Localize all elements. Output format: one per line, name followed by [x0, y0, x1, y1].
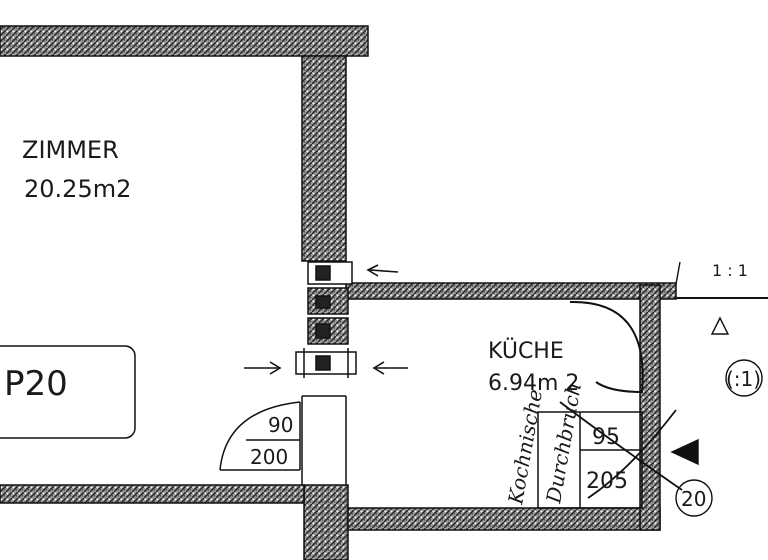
opening-height-label: 205: [586, 469, 628, 494]
callout-partial: (:1): [726, 367, 761, 391]
right-symbols: [670, 261, 768, 517]
opening-width-label: 95: [592, 425, 620, 450]
wall-kitchen-bottom: [347, 507, 661, 531]
walls: [0, 25, 677, 560]
kitchen-opening: [537, 411, 643, 509]
shaft-blocks: [295, 261, 357, 378]
kueche-label: KÜCHE: [488, 338, 564, 364]
unit-tag-text: P20: [4, 364, 68, 404]
wall-bottom-left: [0, 484, 305, 504]
diagonal-marks: [559, 401, 683, 499]
wall-top: [0, 25, 369, 57]
door-height-label: 200: [250, 445, 288, 469]
kitchen-door-arc: [569, 300, 644, 394]
wall-vertical-upper: [301, 55, 347, 262]
door-swing: [219, 401, 301, 471]
unit-tag-box: [0, 345, 136, 439]
door-width-label: 90: [268, 413, 293, 437]
zimmer-area: 20.25m2: [24, 175, 131, 203]
wall-vertical-lower: [303, 484, 349, 560]
wall-kitchen-top: [345, 282, 677, 300]
doorway-gap: [301, 395, 347, 485]
zimmer-label: ZIMMER: [22, 136, 119, 164]
arrows: [244, 264, 408, 375]
handwriting-kochnische: Kochnische: [503, 387, 547, 506]
callout-number: 20: [681, 487, 706, 511]
kueche-area: 6.94m 2: [488, 371, 579, 396]
corner-fragment: 1 : 1: [712, 261, 748, 280]
wall-kitchen-right: [639, 284, 661, 531]
